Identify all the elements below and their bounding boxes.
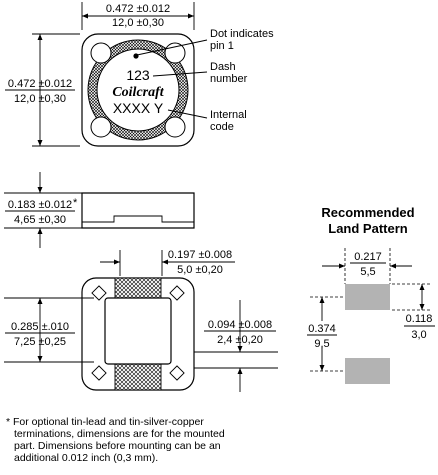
core-center — [104, 297, 172, 365]
pad-length-mm: 3,0 — [411, 329, 426, 341]
internal-code-text: XXXX Y — [113, 100, 164, 116]
corner-post — [90, 42, 112, 64]
bottom-height-mm: 7,25 ±0,25 — [14, 336, 66, 348]
land-pattern-title-1: Recommended — [321, 205, 414, 220]
corner-post — [164, 42, 186, 64]
pad-width-in: 0.217 — [354, 251, 382, 263]
bottom-terminal-width-in: 0.197 ±0.008 — [168, 249, 232, 261]
marking-face — [96, 48, 180, 132]
top-height-in: 0.472 ±0.012 — [8, 78, 72, 90]
bottom-height-in: 0.285 ±.010 — [11, 321, 69, 333]
top-width-mm: 12,0 ±0,30 — [112, 17, 164, 29]
brand-logo: Coilcraft — [112, 85, 164, 100]
bottom-terminal-length-in: 0.094 ±0.008 — [208, 319, 272, 331]
corner-post — [90, 116, 112, 138]
corner-post — [164, 116, 186, 138]
side-terminal-notch — [82, 215, 194, 223]
callout-dash-line1: Dash — [210, 61, 236, 73]
top-height-mm: 12,0 ±0,30 — [14, 93, 66, 105]
land-pad-top — [345, 284, 390, 310]
footnote-line: part. Dimensions before mounting can be … — [14, 440, 221, 452]
top-width-in: 0.472 ±0.012 — [106, 3, 170, 15]
side-height-mm: 4,65 ±0,30 — [14, 214, 66, 226]
bottom-terminal-width-mm: 5,0 ±0,20 — [177, 264, 223, 276]
bottom-view: 0.197 ±0.008 5,0 ±0,20 0.285 ±.010 7,25 … — [4, 249, 278, 392]
corner-pin — [169, 365, 185, 381]
span-in: 0.374 — [308, 323, 336, 335]
pad-width-mm: 5,5 — [360, 266, 375, 278]
callout-dash-line2: number — [210, 73, 248, 85]
footnote-line: additional 0.012 inch (0,3 mm). — [14, 452, 159, 464]
corner-pin — [91, 365, 107, 381]
footnote-line: terminations, dimensions are for the mou… — [14, 428, 225, 440]
footnote: * For optional tin-lead and tin-silver-c… — [6, 416, 306, 464]
callout-dot-line2: pin 1 — [210, 40, 234, 52]
span-mm: 9,5 — [314, 338, 329, 350]
side-height-in: 0.183 ±0.012 — [8, 199, 72, 211]
land-pattern-title-2: Land Pattern — [328, 221, 408, 236]
bottom-terminal-length-mm: 2,4 ±0,20 — [217, 334, 263, 346]
dash-number-text: 123 — [126, 67, 150, 83]
callout-code-line1: Internal — [210, 109, 247, 121]
side-view: 0.183 ±0.012 * 4,65 ±0,30 — [4, 172, 195, 248]
pad-length-in: 0.118 — [406, 313, 433, 325]
pin1-dot — [133, 53, 139, 59]
corner-pin — [169, 285, 185, 301]
inductor-body-side — [81, 192, 195, 229]
callout-dot-line1: Dot indicates — [210, 28, 274, 40]
callout-code-line2: code — [210, 121, 234, 133]
footnote-line: * For optional tin-lead and tin-silver-c… — [6, 416, 204, 428]
footnote-mark: * — [73, 197, 78, 209]
corner-pin — [91, 285, 107, 301]
top-view: 0.472 ±0.012 12,0 ±0,30 123 Coilcraft XX… — [5, 2, 274, 147]
land-pattern: Recommended Land Pattern 0.217 5,5 0.118… — [307, 205, 435, 384]
land-pad-bottom — [345, 358, 390, 384]
